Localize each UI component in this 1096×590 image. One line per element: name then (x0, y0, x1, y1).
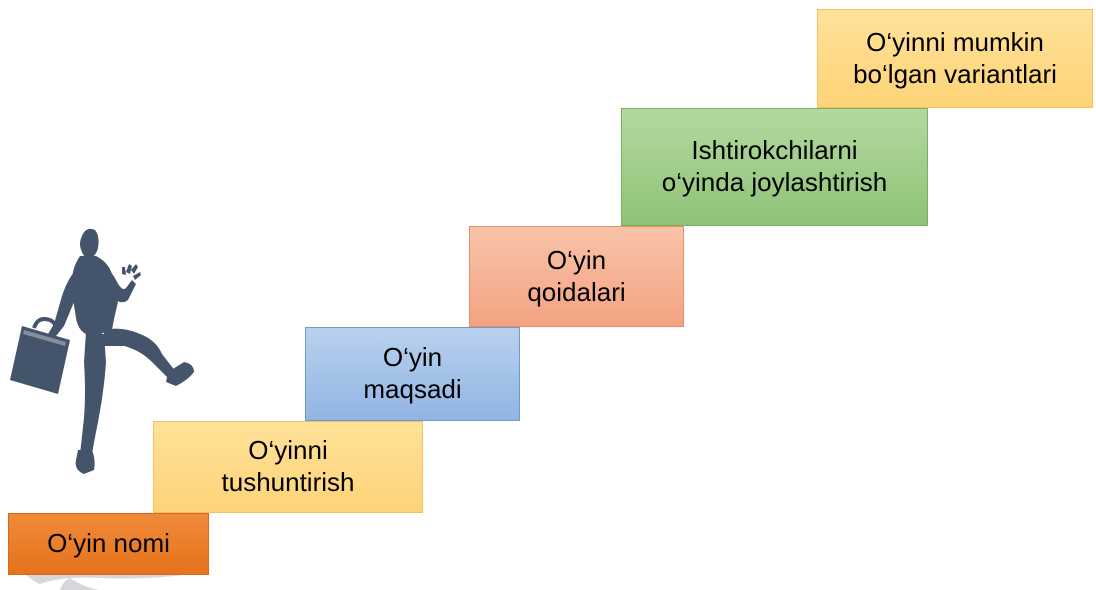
step-2-line-2: tushuntirish (221, 467, 355, 497)
step-6-mumkin-bolgan-variantlari: O‘yinni mumkin bo‘lgan variantlari (817, 9, 1093, 108)
step-1-text: O‘yin nomi (47, 528, 170, 560)
step-4-line-1: O‘yin (546, 244, 607, 275)
step-4-line-2: qoidalari (527, 276, 626, 307)
step-4-text: O‘yin qoidalari (527, 245, 625, 308)
step-6-line-1: O‘yinni mumkin (866, 26, 1044, 57)
step-2-oyinni-tushuntirish: O‘yinni tushuntirish (153, 421, 423, 513)
step-1-oyin-nomi: O‘yin nomi (8, 513, 209, 575)
step-5-ishtirokchilarni-joylashtirish: Ishtirokchilarni o‘yinda joylashtirish (621, 108, 928, 226)
step-2-text: O‘yinni tushuntirish (222, 435, 355, 498)
step-5-line-2: o‘yinda joylashtirish (661, 167, 888, 197)
step-4-oyin-qoidalari: O‘yin qoidalari (469, 226, 684, 327)
step-5-line-1: Ishtirokchilarni (691, 135, 858, 166)
step-3-line-2: maqsadi (363, 374, 462, 404)
step-3-oyin-maqsadi: O‘yin maqsadi (305, 327, 520, 421)
step-2-line-1: O‘yinni (248, 435, 328, 466)
step-6-line-2: bo‘lgan variantlari (853, 58, 1057, 89)
step-1-line-1: O‘yin nomi (47, 528, 170, 559)
step-3-line-1: O‘yin (382, 342, 443, 373)
step-5-text: Ishtirokchilarni o‘yinda joylashtirish (662, 135, 887, 198)
climbing-businessman-icon (10, 228, 194, 590)
step-6-text: O‘yinni mumkin bo‘lgan variantlari (853, 27, 1057, 90)
step-3-text: O‘yin maqsadi (363, 342, 461, 405)
